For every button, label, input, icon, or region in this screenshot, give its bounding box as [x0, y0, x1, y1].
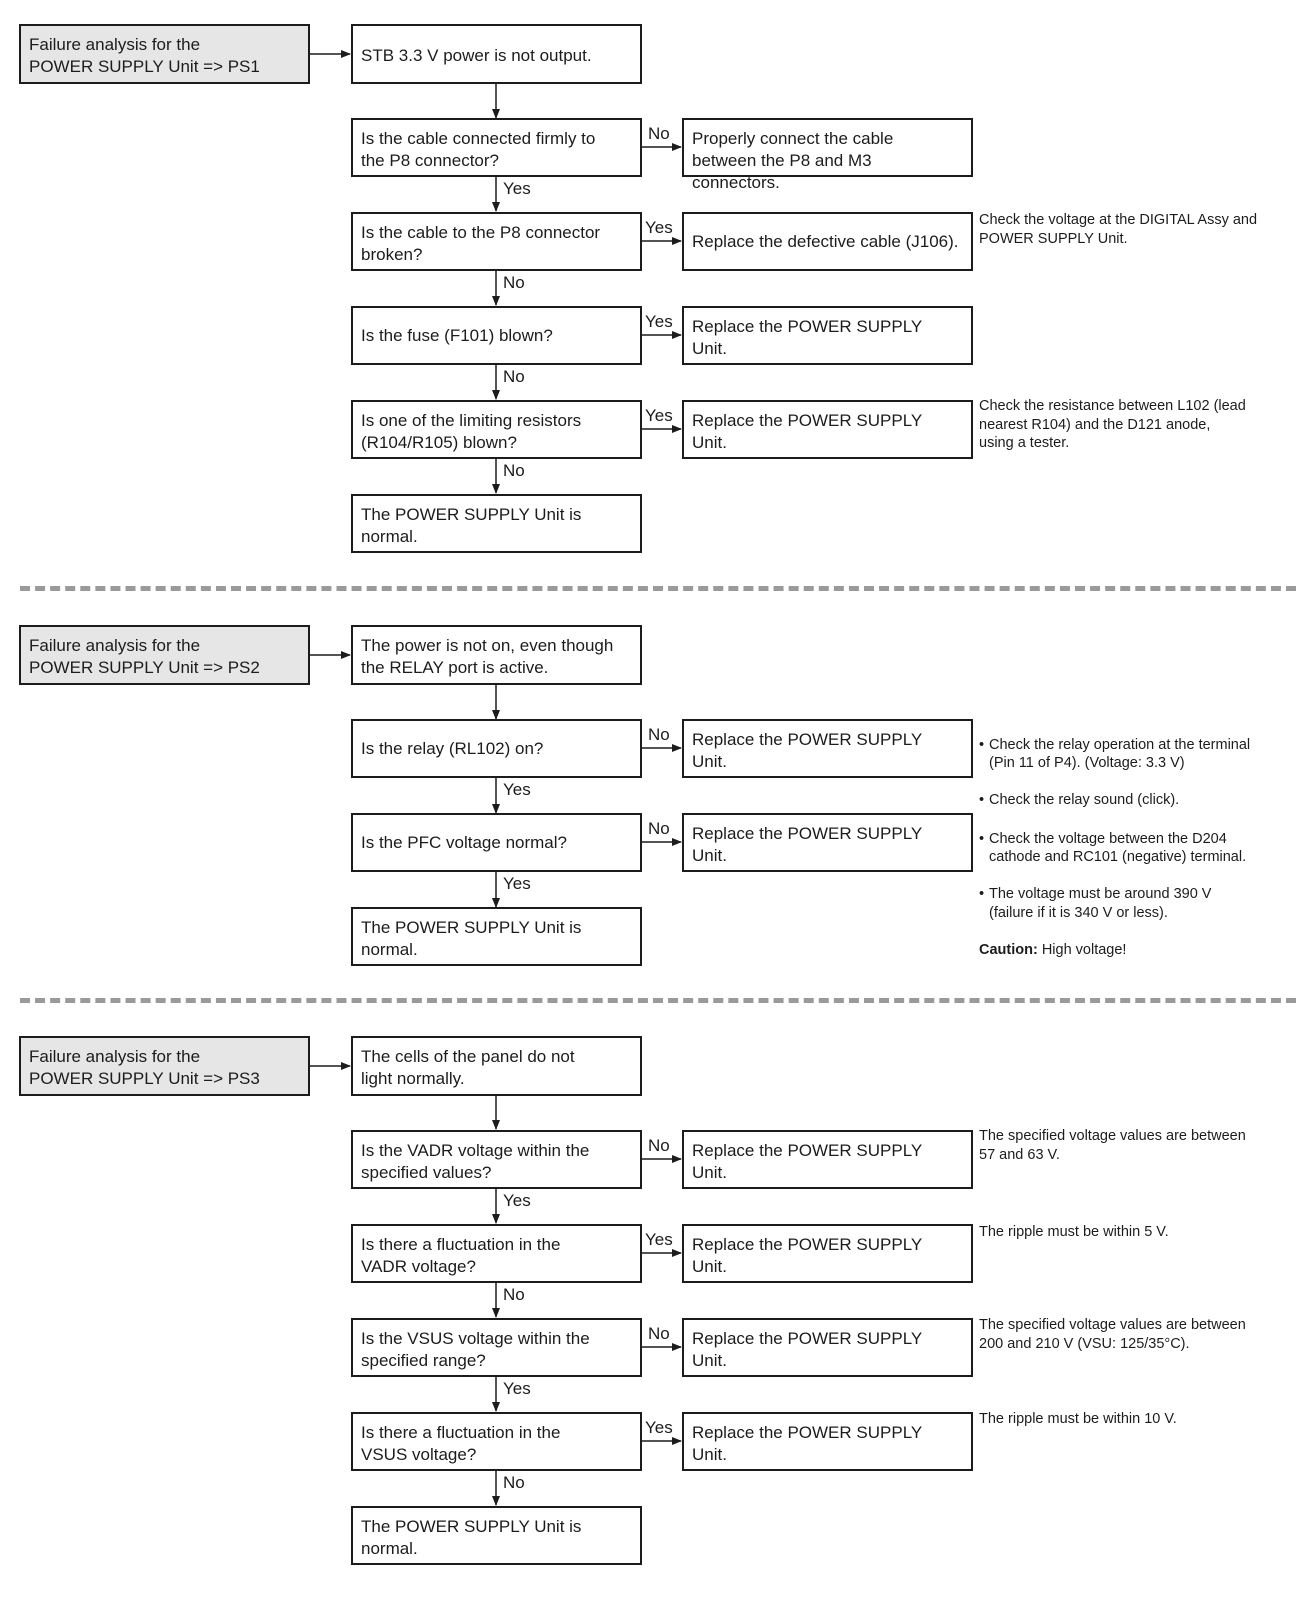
- ps3-q2-next-label: No: [503, 1285, 525, 1304]
- ps3-end-normal: The POWER SUPPLY Unit is normal.: [351, 1506, 642, 1565]
- ps3-q3-branch-label: No: [648, 1324, 670, 1343]
- ps2-note-pfc-bullet-2: The voltage must be around 390 V (failur…: [979, 885, 1297, 922]
- ps2-q2-next-label: Yes: [503, 874, 531, 893]
- section-separator-2: [20, 998, 1296, 1003]
- ps1-q3-next-label: No: [503, 367, 525, 386]
- ps1-action-replace-cable: Replace the defective cable (J106).: [682, 212, 973, 271]
- ps2-action-replace-psu-1: Replace the POWER SUPPLY Unit.: [682, 719, 973, 778]
- ps3-q4-branch-label: Yes: [645, 1418, 673, 1437]
- ps3-note-vadr-range: The specified voltage values are between…: [979, 1128, 1246, 1163]
- ps2-note-caution: Caution: High voltage!: [979, 941, 1297, 960]
- ps3-question-vsus-fluctuation: Is there a fluctuation in the VSUS volta…: [351, 1412, 642, 1471]
- ps1-q1-next-label: Yes: [503, 179, 531, 198]
- ps1-q2-next-label: No: [503, 273, 525, 292]
- ps2-q2-branch-label: No: [648, 819, 670, 838]
- ps2-note-pfc-check: Check the voltage between the D204 catho…: [979, 811, 1297, 978]
- ps2-note-relay-bullet-1: Check the relay operation at the termina…: [979, 736, 1297, 773]
- ps1-action-replace-psu-1: Replace the POWER SUPPLY Unit.: [682, 306, 973, 365]
- ps3-q2-branch-label: Yes: [645, 1230, 673, 1249]
- ps2-question-pfc-voltage: Is the PFC voltage normal?: [351, 813, 642, 872]
- ps2-note-relay-check: Check the relay operation at the termina…: [979, 717, 1297, 828]
- ps3-action-replace-psu-4: Replace the POWER SUPPLY Unit.: [682, 1412, 973, 1471]
- ps2-end-normal: The POWER SUPPLY Unit is normal.: [351, 907, 642, 966]
- ps3-question-vsus-range: Is the VSUS voltage within the specified…: [351, 1318, 642, 1377]
- ps3-question-vadr-values: Is the VADR voltage within the specified…: [351, 1130, 642, 1189]
- ps1-header-box: Failure analysis for the POWER SUPPLY Un…: [19, 24, 310, 84]
- ps1-question-cable-connected: Is the cable connected firmly to the P8 …: [351, 118, 642, 177]
- ps3-q4-next-label: No: [503, 1473, 525, 1492]
- ps3-note-vadr-ripple: The ripple must be within 5 V.: [979, 1224, 1169, 1240]
- ps3-action-replace-psu-2: Replace the POWER SUPPLY Unit.: [682, 1224, 973, 1283]
- ps1-q2-branch-label: Yes: [645, 218, 673, 237]
- ps2-start-box: The power is not on, even though the REL…: [351, 625, 642, 685]
- ps3-note-vsus-range: The specified voltage values are between…: [979, 1317, 1246, 1352]
- section-separator-1: [20, 586, 1296, 591]
- ps3-header-box: Failure analysis for the POWER SUPPLY Un…: [19, 1036, 310, 1096]
- ps3-question-vadr-fluctuation: Is there a fluctuation in the VADR volta…: [351, 1224, 642, 1283]
- ps1-action-connect-cable: Properly connect the cable between the P…: [682, 118, 973, 192]
- ps2-action-replace-psu-2: Replace the POWER SUPPLY Unit.: [682, 813, 973, 872]
- ps3-start-box: The cells of the panel do not light norm…: [351, 1036, 642, 1096]
- ps2-note-pfc-bullet-1: Check the voltage between the D204 catho…: [979, 830, 1297, 867]
- ps3-action-replace-psu-1: Replace the POWER SUPPLY Unit.: [682, 1130, 973, 1189]
- ps1-question-fuse-blown: Is the fuse (F101) blown?: [351, 306, 642, 365]
- ps1-question-cable-broken: Is the cable to the P8 connector broken?: [351, 212, 642, 271]
- ps1-action-replace-psu-2: Replace the POWER SUPPLY Unit.: [682, 400, 973, 459]
- ps2-note-relay-bullet-2: Check the relay sound (click).: [979, 791, 1297, 810]
- ps3-q1-branch-label: No: [648, 1136, 670, 1155]
- ps1-end-normal: The POWER SUPPLY Unit is normal.: [351, 494, 642, 553]
- ps2-caution-label: Caution:: [979, 941, 1038, 958]
- ps3-action-replace-psu-3: Replace the POWER SUPPLY Unit.: [682, 1318, 973, 1377]
- ps2-q1-next-label: Yes: [503, 780, 531, 799]
- ps1-q4-next-label: No: [503, 461, 525, 480]
- ps1-note-check-resistance: Check the resistance between L102 (lead …: [979, 398, 1246, 451]
- ps3-q3-next-label: Yes: [503, 1379, 531, 1398]
- ps1-question-resistors-blown: Is one of the limiting resistors (R104/R…: [351, 400, 642, 459]
- ps1-q3-branch-label: Yes: [645, 312, 673, 331]
- ps2-caution-text: High voltage!: [1037, 941, 1127, 958]
- ps3-q1-next-label: Yes: [503, 1191, 531, 1210]
- ps1-q1-branch-label: No: [648, 124, 670, 143]
- ps3-note-vsus-ripple: The ripple must be within 10 V.: [979, 1411, 1177, 1427]
- ps2-q1-branch-label: No: [648, 725, 670, 744]
- ps2-header-box: Failure analysis for the POWER SUPPLY Un…: [19, 625, 310, 685]
- ps1-note-check-voltage: Check the voltage at the DIGITAL Assy an…: [979, 212, 1258, 247]
- ps1-q4-branch-label: Yes: [645, 406, 673, 425]
- ps1-start-box: STB 3.3 V power is not output.: [351, 24, 642, 84]
- ps2-question-relay-on: Is the relay (RL102) on?: [351, 719, 642, 778]
